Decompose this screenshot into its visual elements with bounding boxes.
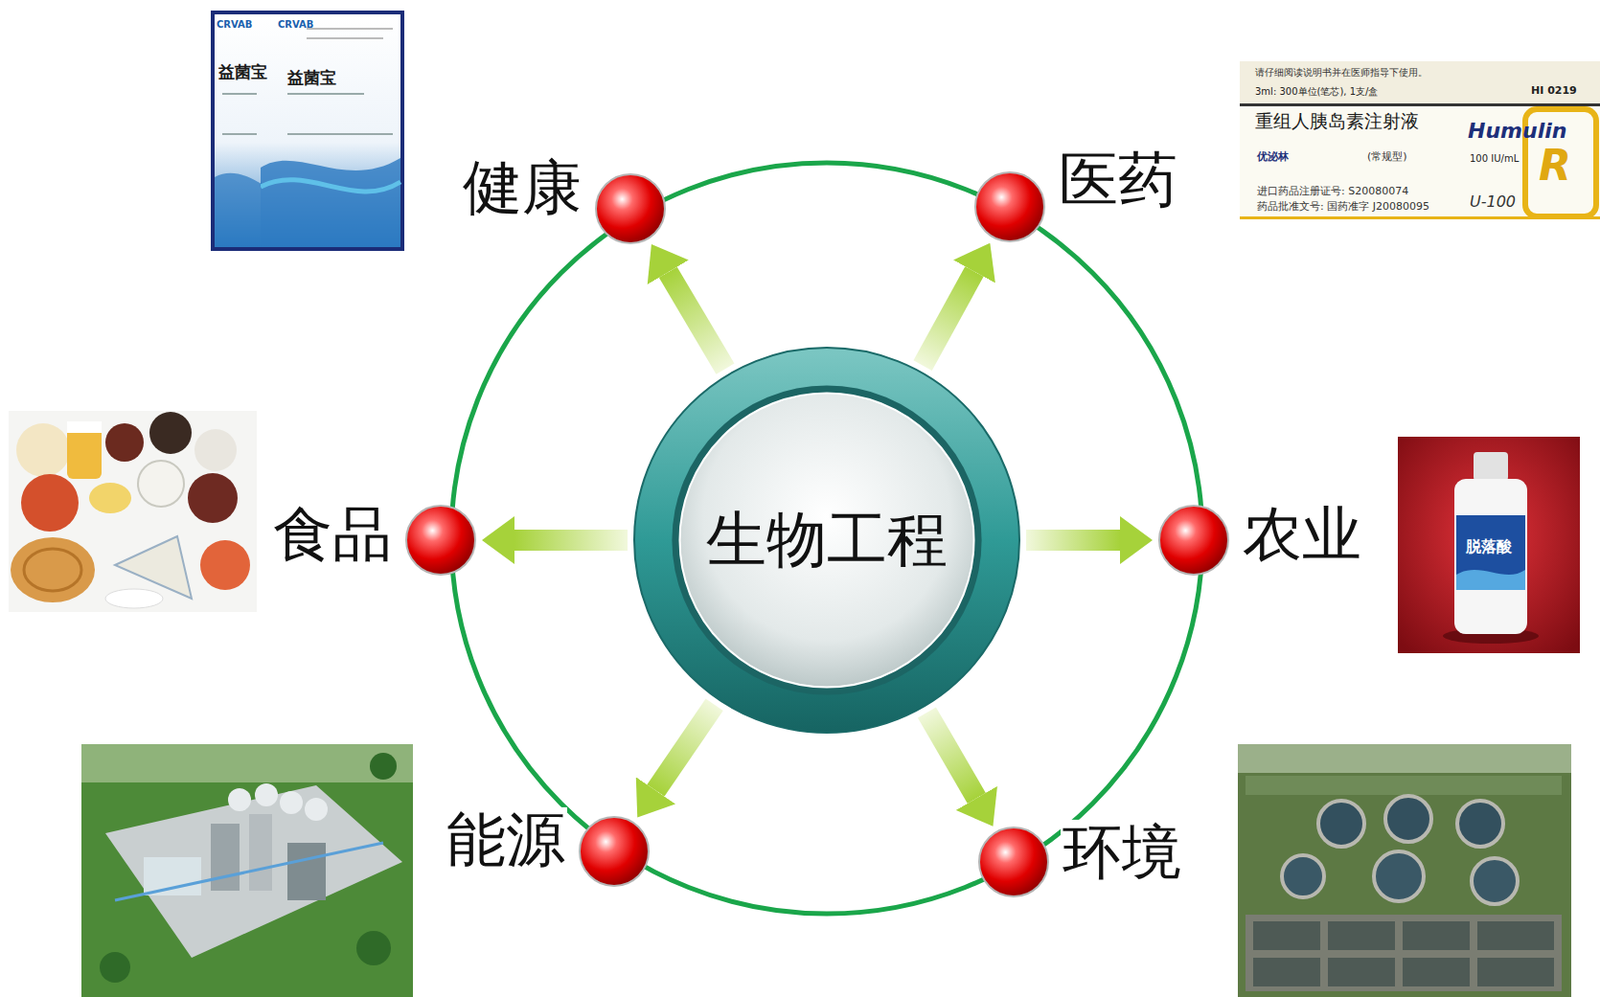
field-label: 医药 [1056, 147, 1180, 213]
photo-text: U-100 [1469, 193, 1516, 211]
photo-text: R [1538, 141, 1572, 191]
photo-text: CRVAB [216, 19, 252, 31]
ball-shape [978, 826, 1050, 898]
photo-text: 重组人胰岛素注射液 [1255, 111, 1419, 133]
ball-shape [578, 816, 650, 888]
flow-arrow [514, 529, 628, 551]
flow-arrow [655, 705, 714, 792]
field-node: 医药 [974, 171, 1046, 243]
photo-text: 益菌宝 [218, 63, 268, 83]
photo-text: HI 0219 [1531, 85, 1578, 98]
ball-shape [1158, 504, 1230, 576]
insulin-box-photo [1239, 61, 1600, 220]
flow-arrow [1026, 529, 1120, 551]
field-label: 环境 [1060, 820, 1184, 886]
photo-text: 优泌林 [1257, 151, 1289, 164]
photo-text: 100 IU/mL [1469, 153, 1519, 165]
field-node: 健康 [594, 173, 666, 245]
field-node: 环境 [978, 826, 1050, 898]
photo-text: 益菌宝 [287, 68, 337, 89]
flow-arrow [922, 272, 975, 366]
water-treatment-photo [1237, 744, 1572, 997]
flow-arrow [667, 272, 726, 369]
hub-title: 生物工程 [633, 346, 1021, 734]
probiotic-packets-photo [210, 10, 405, 252]
energy-plant-photo [81, 744, 413, 997]
agro-bottle-photo [1397, 436, 1580, 654]
outer-ring [451, 162, 1203, 915]
photo-text: 请仔细阅读说明书并在医师指导下使用。 [1255, 67, 1428, 79]
photo-text: 3ml: 300单位(笔芯), 1支/盒 [1255, 86, 1378, 98]
fermented-food-photo [8, 411, 257, 613]
flow-arrow [926, 712, 977, 800]
ball-shape [405, 504, 477, 576]
field-label: 健康 [460, 155, 584, 221]
photo-text: 脱落酸 [1465, 538, 1512, 556]
photo-text: (常规型) [1367, 151, 1408, 164]
photo-text: Humulin [1467, 118, 1567, 143]
field-label: 农业 [1240, 502, 1364, 568]
ball-shape [974, 171, 1046, 243]
field-label: 食品 [271, 502, 394, 568]
photo-text: CRVAB [277, 19, 314, 31]
photo-text: 进口药品注册证号: S20080074 [1257, 185, 1409, 199]
field-node: 能源 [578, 816, 650, 888]
field-label: 能源 [444, 807, 568, 873]
field-node: 农业 [1158, 504, 1230, 576]
field-node: 食品 [405, 504, 477, 576]
ball-shape [594, 173, 666, 245]
hub-circle: 生物工程 [633, 346, 1021, 734]
photo-text: 药品批准文号: 国药准字 J20080095 [1257, 201, 1430, 214]
